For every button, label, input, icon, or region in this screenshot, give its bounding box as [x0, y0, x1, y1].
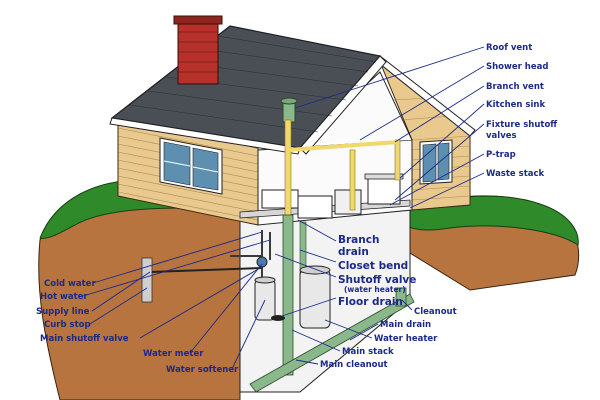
label-water-meter: Water meter	[143, 349, 204, 359]
water-heater	[300, 266, 330, 328]
label-closet-bend: Closet bend	[338, 260, 408, 272]
label-supply-line: Supply line	[36, 307, 90, 317]
label-cleanout: Cleanout	[414, 307, 457, 317]
label-fixture-shutoff-1: Fixture shutoff	[486, 120, 557, 130]
label-main-drain: Main drain	[380, 320, 431, 330]
label-fixture-shutoff-2: valves	[486, 131, 517, 141]
main-stack-pipe	[283, 215, 293, 375]
label-floor-drain: Floor drain	[338, 296, 403, 308]
label-shutoff-valve-2: (water heater)	[344, 285, 406, 294]
label-curb-stop: Curb stop	[44, 320, 91, 330]
label-roof-vent: Roof vent	[486, 43, 532, 53]
label-waste-stack: Waste stack	[486, 169, 545, 179]
label-water-heater: Water heater	[374, 334, 438, 344]
toilet	[298, 196, 332, 218]
curb-stop-standpipe	[142, 258, 152, 302]
label-main-cleanout: Main cleanout	[320, 360, 388, 370]
label-branch-drain-1: Branch	[338, 234, 379, 246]
label-p-trap: P-trap	[486, 150, 516, 160]
label-shower-head: Shower head	[486, 62, 548, 72]
label-water-softener: Water softener	[166, 365, 239, 375]
label-branch-drain-2: drain	[338, 246, 369, 258]
water-meter	[257, 257, 267, 267]
label-branch-vent: Branch vent	[486, 82, 544, 92]
label-main-shutoff-valve: Main shutoff valve	[40, 334, 129, 344]
label-main-stack: Main stack	[342, 347, 394, 357]
chimney	[174, 16, 222, 84]
water-softener	[255, 277, 275, 320]
label-kitchen-sink: Kitchen sink	[486, 100, 545, 110]
bathtub	[262, 190, 298, 208]
vanity	[335, 190, 361, 214]
label-cold-water: Cold water	[44, 279, 96, 289]
label-hot-water: Hot water	[40, 292, 88, 302]
